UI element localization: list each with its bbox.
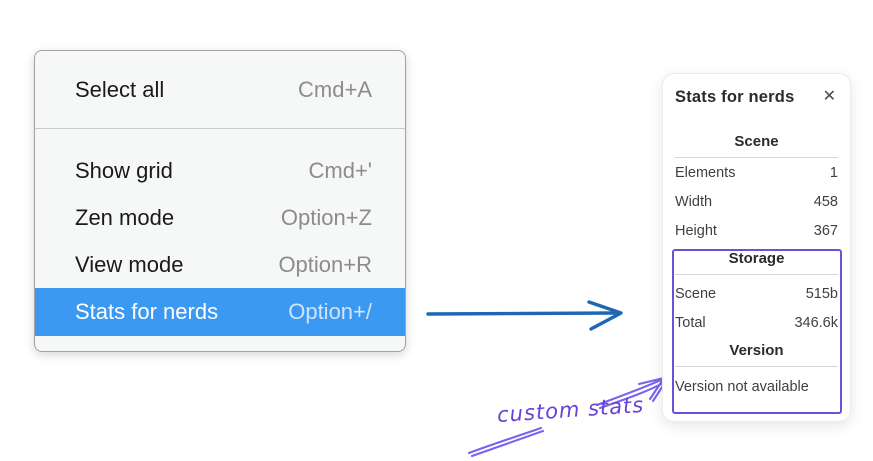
stat-label: Height [675,222,717,239]
menu-divider [35,128,405,129]
stat-row-elements: Elements 1 [675,158,838,187]
menu-item-shortcut: Cmd+A [298,76,372,102]
menu-item-show-grid[interactable]: Show grid Cmd+' [35,147,405,194]
stat-row-total-storage: Total 346.6k [675,308,838,337]
stat-value: 367 [813,222,838,239]
menu-item-shortcut: Option+/ [288,299,372,324]
menu-item-label: Show grid [75,157,173,183]
stats-panel-header: Stats for nerds ✕ [675,86,838,108]
section-header-version: Version [729,342,784,359]
stat-value: 1 [829,164,838,181]
stat-value: 346.6k [794,314,838,331]
stats-panel-title: Stats for nerds [675,87,795,106]
menu-item-stats-for-nerds[interactable]: Stats for nerds Option+/ [35,288,405,336]
menu-group: Show grid Cmd+' Zen mode Option+Z View m… [35,129,405,351]
stat-value: 458 [813,193,838,210]
menu-item-label: View mode [75,251,184,277]
stat-label: Width [675,193,713,210]
menu-item-label: Stats for nerds [75,299,219,324]
version-note: Version not available [675,379,809,395]
stat-label: Total [675,314,706,331]
stat-label: Elements [675,164,736,181]
menu-item-shortcut: Option+R [278,251,372,277]
blue-arrow [426,300,623,331]
annotation-label: custom stats [496,392,645,428]
section-header-storage: Storage [728,250,785,267]
stat-label: Scene [675,285,717,302]
stat-row-scene-storage: Scene 515b [675,279,838,308]
menu-item-shortcut: Cmd+' [308,157,373,183]
section-divider [675,366,838,367]
section-header-scene: Scene [734,133,779,150]
menu-item-zen-mode[interactable]: Zen mode Option+Z [35,194,405,241]
stat-row-height: Height 367 [675,216,838,245]
menu-item-label: Zen mode [75,204,175,230]
section-divider [675,157,838,158]
section-divider [675,274,838,275]
menu-item-view-mode[interactable]: View mode Option+R [35,241,405,288]
menu-item-shortcut: Option+Z [280,204,372,230]
context-menu: Select all Cmd+A Show grid Cmd+' Zen mod… [34,50,406,352]
stat-row-width: Width 458 [675,187,838,216]
menu-item-label: Select all [75,76,165,102]
menu-item-select-all[interactable]: Select all Cmd+A [35,51,405,128]
stats-panel: Stats for nerds ✕ Scene Elements 1 Width… [662,73,851,422]
stat-value: 515b [805,285,838,302]
close-icon[interactable]: ✕ [822,88,836,105]
